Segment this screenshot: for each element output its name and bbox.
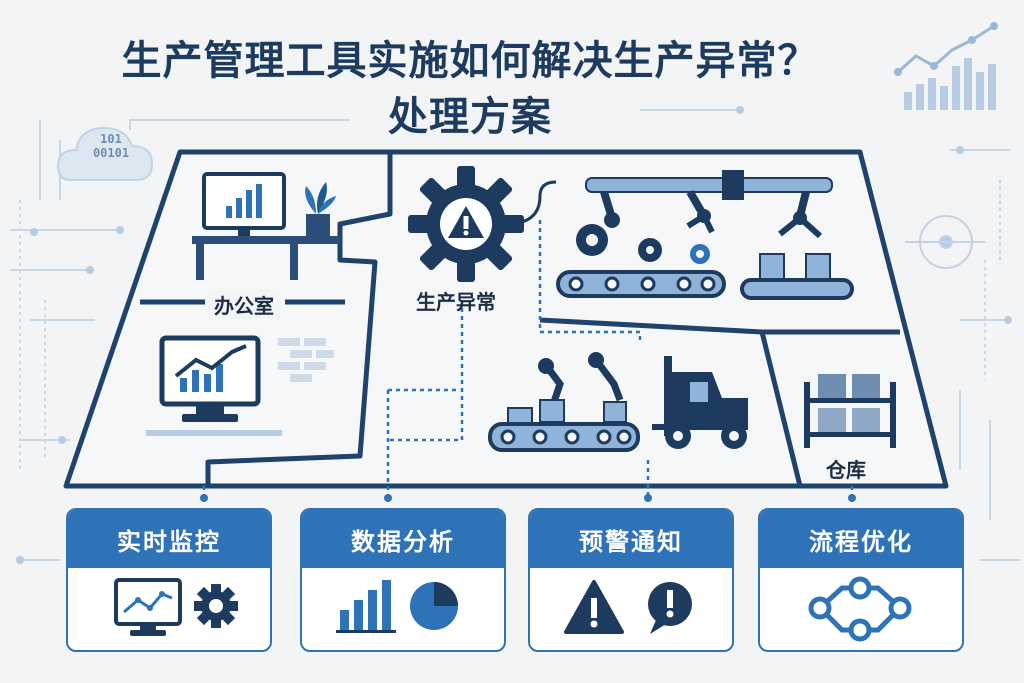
- decor-bar-chart-icon: [904, 58, 996, 110]
- gear-icon: [194, 584, 238, 628]
- page-title: 生产管理工具实施如何解决生产异常？: [121, 38, 819, 84]
- cloud-binary-text: 101 00101: [76, 132, 146, 160]
- forklift-icon: [652, 356, 748, 449]
- assembly-line-icon: [488, 352, 640, 452]
- process-flow-icon: [808, 576, 912, 642]
- card-data-analysis[interactable]: 数据分析: [300, 508, 506, 652]
- cloud-icon: [56, 126, 154, 181]
- brick-wall-decoration: [278, 338, 334, 382]
- warning-gear-icon: [408, 166, 524, 282]
- card-process-optimization[interactable]: 流程优化: [758, 508, 964, 652]
- robotic-arm-line-icon: [556, 170, 854, 300]
- target-icon: [905, 215, 985, 269]
- analytics-monitor-icon: [146, 335, 282, 436]
- cloud-text-row2: 00101: [92, 146, 130, 160]
- card-title: 流程优化: [760, 510, 962, 568]
- office-desk-icon: [192, 172, 340, 280]
- card-title: 实时监控: [68, 510, 270, 568]
- zone-exception-label: 生产异常: [416, 290, 496, 314]
- pie-chart-icon: [410, 582, 458, 630]
- warning-triangle-icon: [564, 580, 624, 634]
- card-alert-notification[interactable]: 预警通知: [528, 508, 734, 652]
- bar-chart-icon: [336, 580, 396, 633]
- zone-office-label: 办公室: [208, 290, 280, 319]
- cloud-text-row1: 101: [100, 132, 122, 146]
- zone-warehouse-label: 仓库: [826, 458, 866, 482]
- page-subtitle: 处理方案: [388, 94, 552, 140]
- background-circuit-lines: [10, 109, 1020, 561]
- warehouse-shelf-icon: [804, 374, 896, 448]
- card-title: 数据分析: [302, 510, 504, 568]
- card-realtime-monitoring[interactable]: 实时监控: [66, 508, 272, 652]
- card-title: 预警通知: [530, 510, 732, 568]
- alert-bubble-icon: [648, 582, 692, 634]
- plant-icon: [305, 182, 336, 236]
- monitor-chart-icon: [114, 578, 182, 636]
